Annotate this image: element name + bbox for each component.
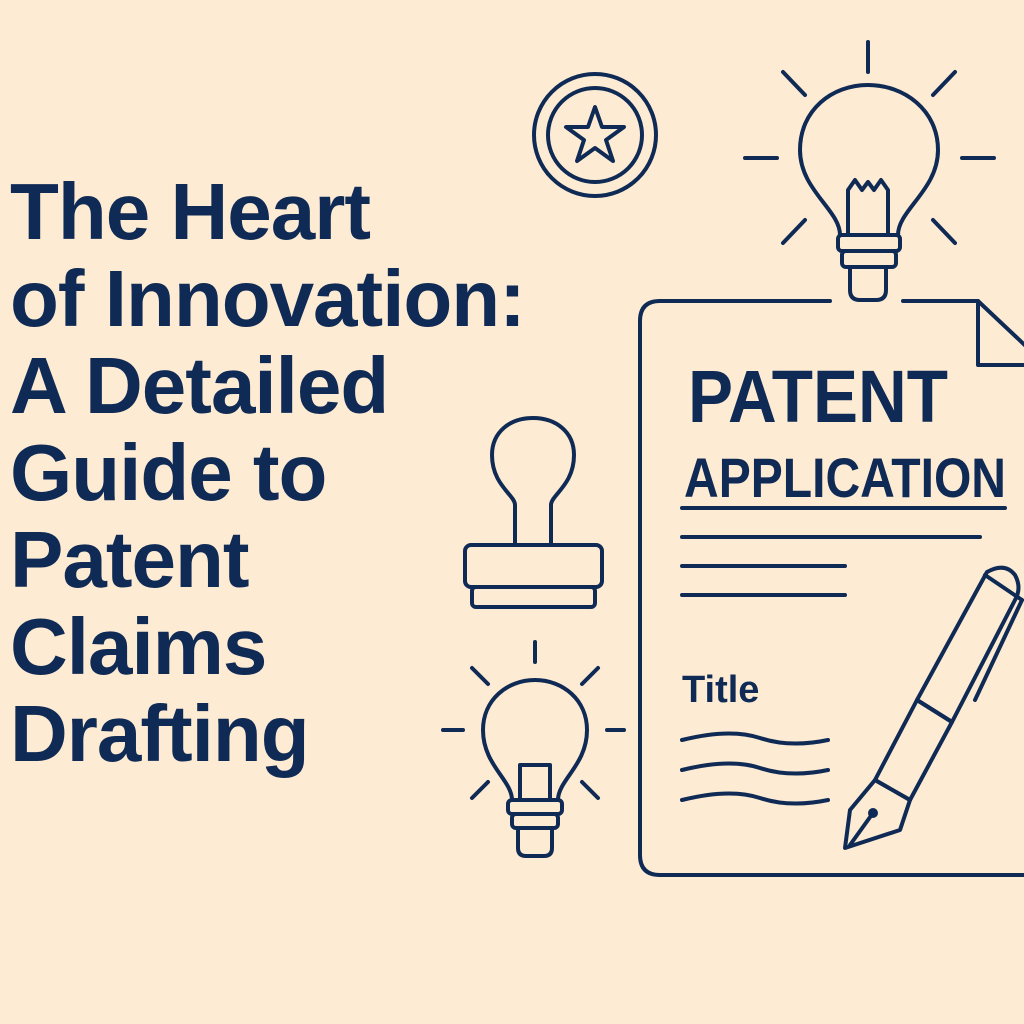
lightbulb-small-icon: [443, 642, 624, 856]
document-heading: PATENT: [688, 355, 948, 438]
lightbulb-icon: [745, 42, 994, 300]
star-badge-icon: [534, 74, 656, 196]
fountain-pen-icon: [845, 568, 1022, 848]
document-subheading: APPLICATION: [684, 446, 1006, 509]
document-field-label: Title: [682, 669, 759, 711]
rubber-stamp-icon: [465, 418, 602, 607]
